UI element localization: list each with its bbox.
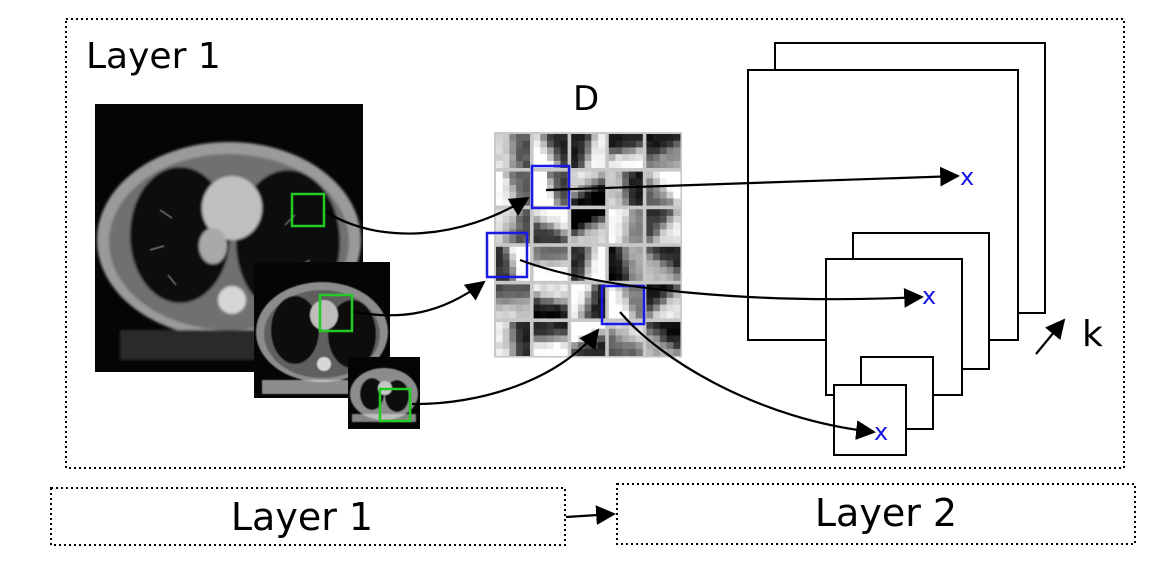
arrows	[325, 166, 1066, 525]
dictionary-atom	[571, 209, 606, 244]
dictionary-background	[494, 132, 682, 358]
dictionary-atom	[571, 246, 606, 281]
dictionary-atom	[646, 246, 681, 281]
ct-scan-large	[95, 104, 363, 372]
arrow-patch-small-to-dict	[411, 328, 600, 406]
patch-box-small	[378, 387, 412, 423]
dictionary-atom	[608, 322, 643, 356]
dictionary-label: D	[573, 79, 599, 119]
dictionary-atom	[646, 171, 681, 206]
marker-medium: x	[922, 282, 936, 310]
dictionary-atom	[496, 284, 530, 319]
flow-box-layer1	[50, 487, 566, 546]
atom-box-1	[530, 164, 571, 210]
dictionary-atom	[646, 209, 681, 244]
dictionary-atom	[571, 322, 606, 356]
dictionary-atom	[496, 209, 530, 244]
dictionary-atom	[533, 284, 568, 319]
dictionary-atom	[646, 322, 681, 356]
marker-large: x	[960, 163, 974, 191]
dictionary-atom	[608, 209, 643, 244]
dictionary-atom	[496, 246, 530, 281]
dictionary-atom	[608, 284, 643, 319]
dictionary-atom	[533, 246, 568, 281]
arrow-atom2-to-map	[519, 258, 924, 308]
dictionary-atom	[571, 284, 606, 319]
ct-scan-small	[348, 357, 420, 429]
ct-scan-medium	[254, 262, 390, 398]
arrow-atom1-to-map	[545, 166, 960, 192]
arrow-patch-large-to-dict	[325, 196, 530, 235]
flow-label-layer1: Layer 1	[231, 495, 373, 539]
dictionary-atom	[608, 134, 643, 168]
arrow-atom3-to-map	[619, 311, 876, 440]
dictionary-atom	[533, 171, 568, 206]
dictionary-atom	[533, 134, 568, 168]
patch-box-medium	[318, 293, 354, 333]
dictionary-atom	[608, 246, 643, 281]
depth-arrow	[1035, 318, 1066, 355]
dictionary-atom	[571, 134, 606, 168]
dictionary-atom	[533, 322, 568, 356]
flow-box-layer2	[616, 483, 1136, 545]
dictionary-atom	[496, 134, 530, 168]
marker-small: x	[874, 418, 888, 446]
atom-box-3	[600, 284, 646, 326]
flow-arrow	[565, 505, 616, 525]
atom-box-2	[485, 231, 529, 279]
patch-box-large	[290, 192, 326, 228]
dictionary-atom	[533, 209, 568, 244]
arrow-patch-medium-to-dict	[353, 280, 486, 317]
dictionary-atoms	[494, 132, 682, 358]
layer1-panel	[65, 18, 1125, 469]
flow-label-layer2: Layer 2	[815, 491, 957, 535]
dictionary-atom	[496, 322, 530, 356]
panel-title: Layer 1	[86, 36, 221, 77]
feature-maps-small	[833, 356, 934, 456]
dictionary-atom	[646, 134, 681, 168]
depth-label: k	[1082, 314, 1103, 355]
